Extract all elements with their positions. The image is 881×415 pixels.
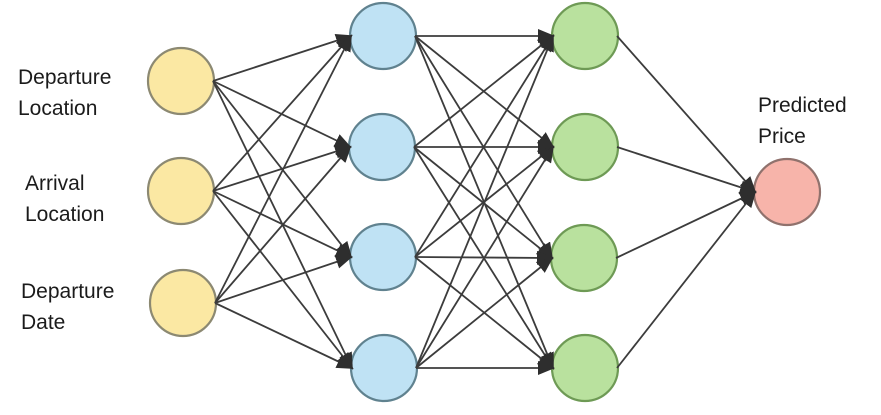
label-line: Predicted xyxy=(758,94,847,117)
edge-hidden2-node-2-to-output-predicted-price xyxy=(616,146,757,195)
edge-input-arrival-location-to-hidden1-node-2 xyxy=(212,144,352,192)
edge-input-departure-location-to-hidden1-node-1 xyxy=(212,33,353,82)
label-line: Location xyxy=(18,97,98,120)
input-departure-date xyxy=(148,268,218,338)
label-arrival-location: Arrival Location xyxy=(25,168,104,230)
edge-input-departure-date-to-hidden1-node-1 xyxy=(214,34,352,304)
hidden1-node-1 xyxy=(348,1,418,71)
label-line: Price xyxy=(758,125,806,148)
edge-input-arrival-location-to-hidden1-node-1 xyxy=(212,34,353,192)
hidden2-node-3 xyxy=(549,223,619,293)
edge-hidden2-node-1-to-output-predicted-price xyxy=(616,35,757,194)
input-departure-location xyxy=(146,46,216,116)
edge-input-departure-date-to-hidden1-node-3 xyxy=(214,255,353,304)
label-line: Arrival xyxy=(25,172,85,195)
label-line: Date xyxy=(21,311,66,334)
input-arrival-location xyxy=(146,156,216,226)
label-departure-location: Departure Location xyxy=(18,62,111,124)
edge-input-arrival-location-to-hidden1-node-3 xyxy=(212,190,353,258)
edge-hidden1-node-4-to-hidden2-node-3 xyxy=(415,256,554,369)
label-line: Departure xyxy=(18,66,112,89)
edge-hidden1-node-4-to-hidden2-node-1 xyxy=(415,34,554,369)
label-predicted-price: Predicted Price xyxy=(758,90,847,152)
output-predicted-price xyxy=(752,157,822,227)
label-line: Departure xyxy=(21,280,115,303)
edge-hidden1-node-4-to-hidden2-node-2 xyxy=(415,145,555,369)
hidden2-node-1 xyxy=(550,1,620,71)
label-line: Location xyxy=(25,203,105,226)
edge-hidden1-node-3-to-hidden2-node-1 xyxy=(414,34,555,258)
edge-hidden2-node-4-to-output-predicted-price xyxy=(616,190,757,369)
edge-hidden2-node-3-to-output-predicted-price xyxy=(615,191,757,259)
hidden1-node-3 xyxy=(348,222,418,292)
hidden2-node-2 xyxy=(550,112,620,182)
label-departure-date: Departure Date xyxy=(21,276,114,338)
edge-hidden1-node-2-to-hidden2-node-1 xyxy=(413,34,555,148)
hidden1-node-2 xyxy=(347,112,417,182)
hidden2-node-4 xyxy=(550,333,620,403)
hidden1-node-4 xyxy=(349,333,419,403)
edge-input-departure-date-to-hidden1-node-2 xyxy=(214,145,352,304)
edge-input-departure-date-to-hidden1-node-4 xyxy=(214,302,354,369)
